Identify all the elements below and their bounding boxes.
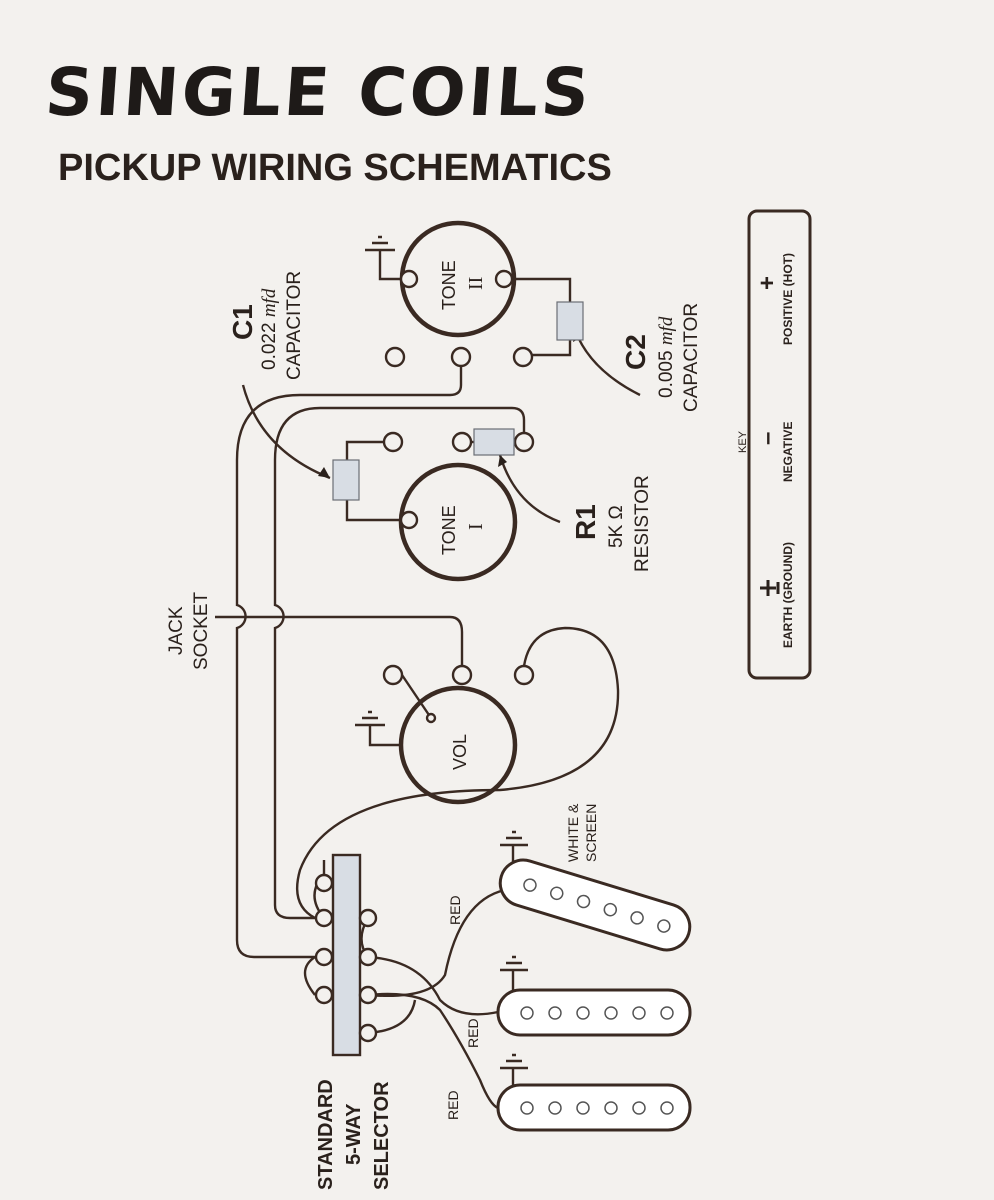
svg-text:0.022 mfd: 0.022 mfd xyxy=(259,288,280,370)
tone-2-pot: TONE II xyxy=(399,220,517,338)
selector-label-line2: 5-WAY xyxy=(343,1103,365,1165)
svg-text:0.005 mfd: 0.005 mfd xyxy=(656,316,677,398)
earth-label: EARTH (GROUND) xyxy=(781,542,795,648)
key-title: KEY xyxy=(737,430,749,453)
r1-type: RESISTOR xyxy=(632,475,653,572)
red-wire-label-3: RED xyxy=(445,1090,461,1120)
r1-resistor xyxy=(473,428,515,456)
jack-label-line1: JACK xyxy=(166,606,187,655)
bridge-pickup xyxy=(496,1083,692,1132)
tone-1-pot: TONE I xyxy=(398,462,518,582)
middle-pickup xyxy=(496,988,692,1037)
selector-label-line3: SELECTOR xyxy=(371,1081,393,1190)
white-screen-label-line1: WHITE & xyxy=(565,803,581,862)
c2-id: C2 xyxy=(620,334,651,370)
volume-pot: VOL xyxy=(398,685,518,805)
tone-1-numeral: I xyxy=(465,523,487,530)
c2-type: CAPACITOR xyxy=(681,303,702,412)
white-screen-label-line2: SCREEN xyxy=(583,804,599,862)
negative-label: NEGATIVE xyxy=(781,422,795,482)
c1-value: 0.022 xyxy=(259,322,280,370)
tone-2-label: TONE xyxy=(439,260,459,310)
jack-label-line2: SOCKET xyxy=(191,591,212,670)
r1-id: R1 xyxy=(570,504,601,540)
red-wire-label-2: RED xyxy=(465,1018,481,1048)
volume-label: VOL xyxy=(450,734,470,770)
positive-label: POSITIVE (HOT) xyxy=(781,253,795,345)
tone-2-numeral: II xyxy=(465,277,487,290)
five-way-selector xyxy=(314,853,378,1057)
page-title: SINGLE COILS xyxy=(43,54,595,131)
negative-symbol: – xyxy=(754,432,781,445)
selector-label-line1: STANDARD xyxy=(315,1079,337,1190)
c2-capacitor xyxy=(556,301,584,341)
c2-value: 0.005 xyxy=(656,350,677,398)
red-wire-label-1: RED xyxy=(447,895,463,925)
c1-unit: mfd xyxy=(259,288,280,317)
c1-type: CAPACITOR xyxy=(284,271,305,380)
c2-unit: mfd xyxy=(656,316,677,345)
c1-id: C1 xyxy=(227,304,258,340)
earth-ground-icon xyxy=(760,580,780,596)
positive-symbol: + xyxy=(754,276,781,290)
neck-pickup xyxy=(498,858,692,952)
c1-capacitor xyxy=(332,459,360,501)
page-subtitle: PICKUP WIRING SCHEMATICS xyxy=(58,147,612,189)
r1-value: 5K Ω xyxy=(606,505,627,548)
legend-key: KEY + POSITIVE (HOT) – NEGATIVE EARTH (G… xyxy=(737,209,812,680)
tone-1-label: TONE xyxy=(439,505,459,555)
